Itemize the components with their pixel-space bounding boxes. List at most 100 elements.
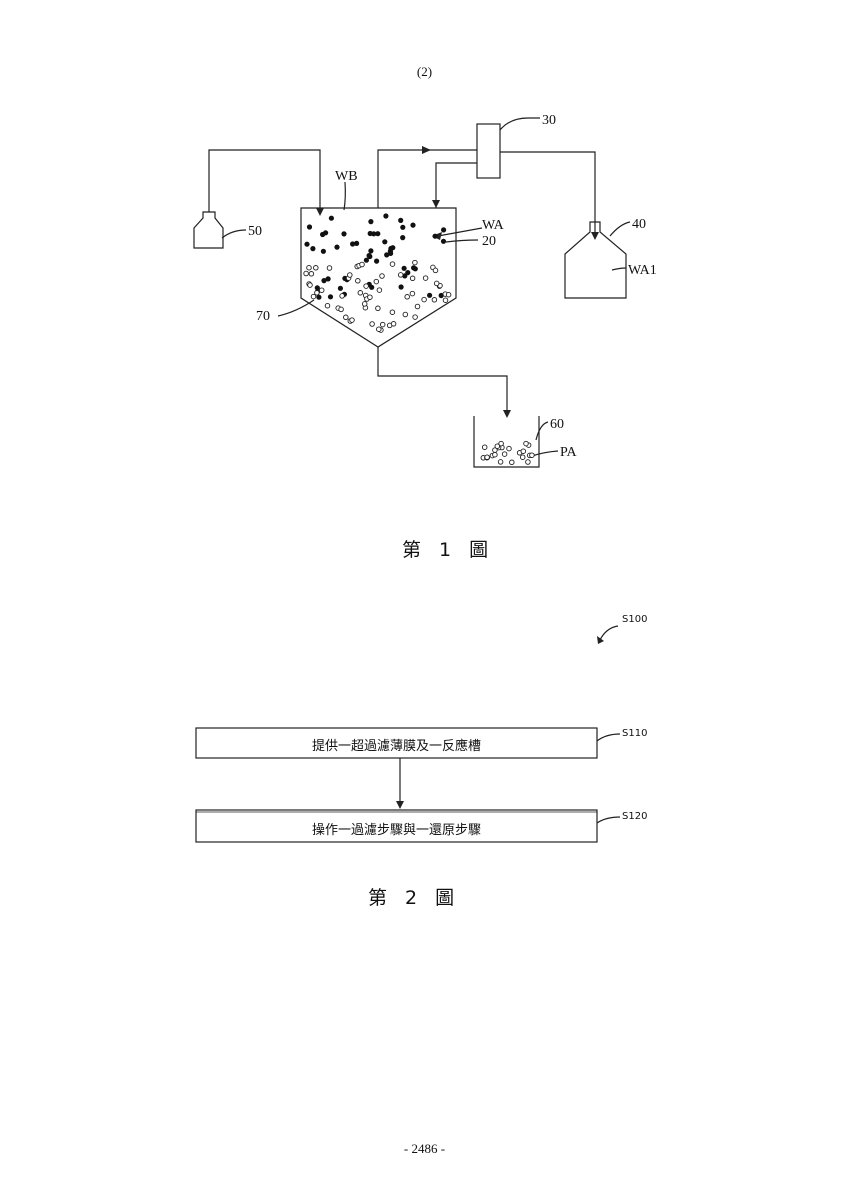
tank-particle-solid (441, 227, 446, 232)
tank-particle-solid (433, 234, 438, 239)
tank-particle-solid (382, 239, 387, 244)
tank-particle-hollow (405, 295, 410, 300)
figure-1-caption: 第 1 圖 (402, 535, 494, 562)
tank-particle-hollow (390, 262, 395, 267)
tank-particle-hollow (356, 279, 361, 284)
tank-particle-hollow (434, 281, 439, 286)
tank-particle-solid (427, 293, 432, 298)
arrow-into-tank (316, 208, 324, 216)
tank-particle-solid (364, 258, 369, 263)
tank-particle-solid (338, 286, 343, 291)
label-wa: WA (482, 218, 505, 233)
tank-particle-hollow (350, 318, 355, 323)
tank-particle-hollow (377, 288, 382, 293)
tank-particle-hollow (370, 322, 375, 327)
leader-s100 (600, 626, 618, 640)
step-s120-text: 操作一過濾步驟與一還原步驟 (196, 819, 597, 838)
tank-particle-solid (323, 230, 328, 235)
leader-wb (344, 182, 345, 210)
leader-wa1 (612, 268, 626, 270)
tank-particle-hollow (348, 273, 353, 278)
tank-particle-hollow (410, 291, 415, 296)
tank-particle-hollow (374, 279, 379, 284)
tank-particle-solid (383, 213, 388, 218)
arrow-return (432, 200, 440, 208)
leader-s110 (597, 734, 620, 741)
label-30: 30 (542, 113, 556, 128)
tank-particle-solid (304, 242, 309, 247)
tank-particle-solid (388, 251, 393, 256)
beaker-particles (481, 441, 534, 464)
tank-particle-hollow (413, 315, 418, 320)
tank-particle-hollow (364, 284, 369, 289)
tank-particle-hollow (433, 268, 438, 273)
filter-unit (477, 124, 500, 178)
step-s110-id: S110 (622, 728, 647, 739)
tank-particle-solid (368, 219, 373, 224)
tank-particle-solid (399, 284, 404, 289)
step-s120-id: S120 (622, 811, 647, 822)
pipe-return (436, 163, 477, 208)
tank-particle-hollow (432, 298, 437, 303)
tank-particle-hollow (377, 327, 382, 332)
beaker-particle (495, 444, 500, 449)
tank-particle-hollow (376, 306, 381, 311)
beaker-particle (521, 449, 526, 454)
leader-30 (500, 118, 540, 130)
beaker-particle (520, 455, 525, 460)
tank-particle-solid (374, 259, 379, 264)
tank-particle-solid (369, 285, 374, 290)
tank-particle-solid (411, 265, 416, 270)
tank-particle-solid (398, 218, 403, 223)
beaker-particle (526, 460, 531, 465)
tank-particle-hollow (380, 322, 385, 327)
tank-particle-hollow (344, 315, 349, 320)
tank-particle-solid (321, 249, 326, 254)
label-60: 60 (550, 417, 564, 432)
arrow-into-beaker (503, 410, 511, 418)
leader-pa (532, 451, 558, 456)
tank-particle-hollow (358, 291, 363, 296)
tank-particle-hollow (304, 271, 309, 276)
s100-arrow-icon (597, 636, 604, 644)
leader-20 (446, 240, 478, 242)
tank-particle-hollow (315, 291, 320, 296)
tank-particle-solid (441, 239, 446, 244)
tank-particle-hollow (307, 265, 312, 270)
label-70: 70 (256, 309, 270, 324)
tank-particle-solid (371, 231, 376, 236)
beaker-particle (507, 446, 512, 451)
tank-particle-hollow (327, 266, 332, 271)
tank-particle-hollow (314, 266, 319, 271)
tank-particle-hollow (415, 304, 420, 309)
tank-particle-hollow (410, 276, 415, 281)
tank-particle-hollow (368, 295, 373, 300)
tank-particle-solid (350, 241, 355, 246)
tank-particle-solid (329, 216, 334, 221)
tank-particle-hollow (340, 294, 345, 299)
beaker-particle (524, 441, 529, 446)
tank-particle-solid (328, 294, 333, 299)
leader-50 (222, 230, 246, 238)
tank-particle-solid (367, 253, 372, 258)
beaker-particle (530, 453, 535, 458)
pipe-reagent (209, 150, 320, 212)
beaker-particle (485, 455, 490, 460)
tank-particle-hollow (309, 272, 314, 277)
tank-particle-solid (307, 224, 312, 229)
pipe-drain (378, 347, 507, 412)
tank-particle-hollow (362, 302, 367, 307)
tank-particle-solid (402, 266, 407, 271)
tank-particle-hollow (443, 298, 448, 303)
label-20: 20 (482, 234, 496, 249)
tank-particle-hollow (446, 292, 451, 297)
tank-particle-hollow (325, 303, 330, 308)
tank-particle-hollow (422, 297, 427, 302)
tank-particle-solid (321, 278, 326, 283)
label-40: 40 (632, 217, 646, 232)
pipe-to-collection (500, 152, 595, 234)
figure-2-caption: 第 2 圖 (368, 883, 460, 910)
tank-particle-solid (334, 245, 339, 250)
flow-arrow-icon (396, 801, 404, 809)
beaker-particle (493, 452, 498, 457)
